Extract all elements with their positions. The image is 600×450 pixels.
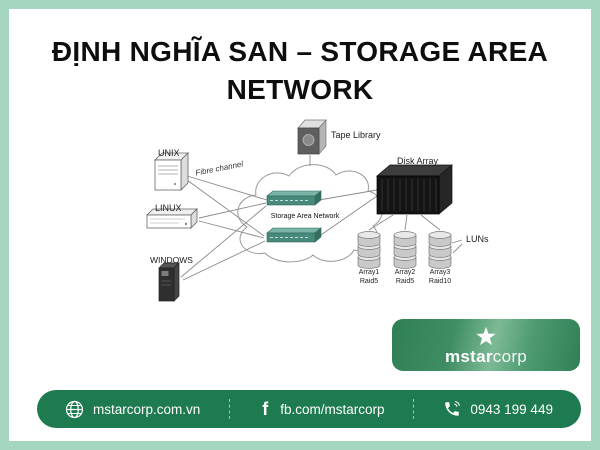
san-cloud-label: Storage Area Network — [270, 213, 340, 220]
luns-pointer-lines — [451, 239, 463, 254]
san-diagram: Tape Library UNIX Fibre channel LINUX WI… — [9, 9, 591, 441]
disk-array-icon — [376, 164, 453, 215]
linux-label: LINUX — [155, 203, 182, 213]
brand-wordmark-bold: mstar — [444, 346, 493, 366]
footer-facebook-link[interactable]: f fb.com/mstarcorp — [259, 400, 384, 418]
linux-server-icon — [146, 208, 198, 229]
fc-switch-icon — [266, 190, 322, 206]
unix-label: UNIX — [158, 148, 180, 158]
windows-label: WINDOWS — [150, 255, 193, 265]
brand-wordmark: mstarcorp — [445, 348, 527, 365]
array3-name: Array3 — [429, 269, 451, 276]
tape-library-icon — [297, 119, 327, 155]
array1-label: Array1 Raid5 — [347, 269, 391, 286]
footer-separator — [229, 399, 231, 419]
array2-name: Array2 — [394, 269, 416, 276]
connection-lines — [180, 155, 441, 281]
mstar-logo-icon — [476, 326, 496, 345]
footer-facebook-text: fb.com/mstarcorp — [280, 401, 385, 417]
page-title: ĐỊNH NGHĨA SAN – STORAGE AREA NETWORK — [9, 33, 591, 109]
array1-name: Array1 — [358, 269, 380, 276]
tape-library-label: Tape Library — [331, 130, 381, 140]
luns-label: LUNs — [466, 234, 489, 244]
san-diagram-canvas — [146, 119, 463, 302]
footer-phone-link[interactable]: 0943 199 449 — [443, 400, 553, 418]
array1-raid: Raid5 — [359, 277, 379, 285]
disk-stack-icon — [358, 232, 380, 269]
disk-stack-icon — [394, 232, 416, 269]
title-line-1: ĐỊNH NGHĨA SAN – STORAGE AREA — [51, 36, 549, 67]
array2-raid: Raid5 — [395, 277, 415, 285]
footer-website-text: mstarcorp.com.vn — [93, 401, 201, 417]
array3-raid: Raid10 — [428, 277, 452, 285]
facebook-icon: f — [262, 399, 269, 419]
globe-icon — [65, 400, 84, 418]
brand-banner: mstarcorp — [392, 319, 580, 371]
disk-array-label: Disk Array — [397, 156, 439, 166]
windows-tower-icon — [158, 262, 180, 302]
contact-footer: mstarcorp.com.vn f fb.com/mstarcorp 0943… — [37, 390, 581, 428]
array2-label: Array2 Raid5 — [383, 269, 427, 286]
disk-stack-icon — [429, 232, 451, 269]
array3-label: Array3 Raid10 — [418, 269, 462, 286]
footer-phone-text: 0943 199 449 — [470, 401, 553, 417]
footer-website-link[interactable]: mstarcorp.com.vn — [65, 400, 200, 419]
title-line-2: NETWORK — [226, 74, 374, 105]
brand-wordmark-light: corp — [492, 346, 528, 366]
unix-server-icon — [154, 152, 189, 191]
fc-switch-icon — [266, 227, 322, 243]
phone-icon — [445, 401, 461, 416]
footer-separator — [413, 399, 415, 419]
